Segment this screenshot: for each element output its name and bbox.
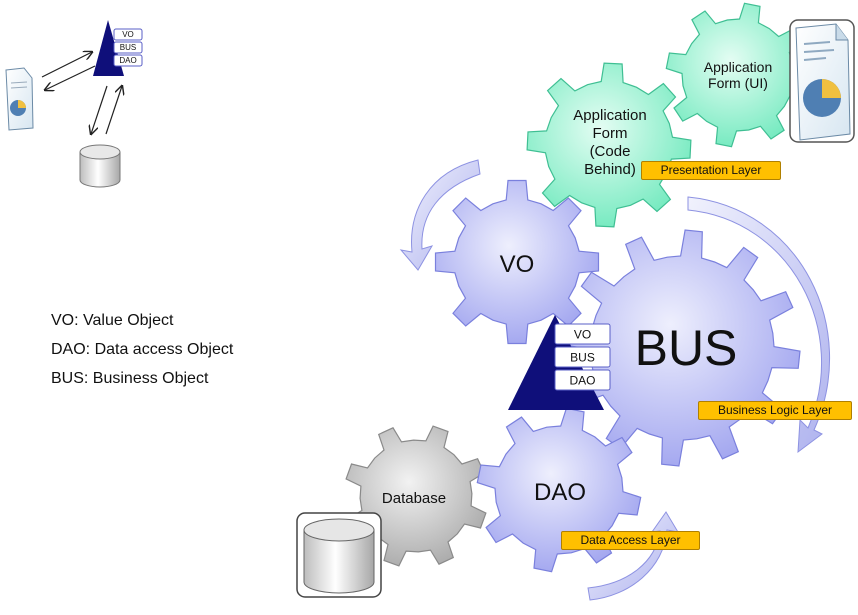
mini-stack-box-vo bbox=[113, 28, 143, 41]
stack-label-vo: VO bbox=[574, 327, 591, 341]
gear-vo-shape bbox=[434, 179, 600, 345]
database-icon bbox=[296, 512, 382, 598]
gear-app-ui-label-line-1: Form (UI) bbox=[708, 75, 768, 91]
legend-vo: VO: Value Object bbox=[51, 312, 174, 329]
gear-app-code-shape bbox=[526, 62, 692, 228]
stack-box-bus bbox=[554, 346, 611, 368]
curved-arrow-dao bbox=[587, 511, 679, 601]
stack-box-dao bbox=[554, 369, 611, 391]
stack-label-dao: DAO bbox=[569, 373, 595, 387]
gear-app-code-label-line-0: Application bbox=[573, 107, 646, 124]
mini-stack-box-dao bbox=[113, 54, 143, 67]
mini-triangle-icon: VO BUS DAO bbox=[93, 20, 143, 76]
gear-dao-label: DAO bbox=[534, 479, 586, 506]
mini-stack-label-vo: VO bbox=[122, 30, 134, 39]
mini-database-icon bbox=[79, 144, 121, 188]
gear-vo: VO bbox=[434, 179, 600, 345]
document-chart-icon bbox=[789, 19, 855, 143]
legend-dao: DAO: Data access Object bbox=[51, 341, 234, 358]
gear-bus-label: BUS bbox=[635, 320, 738, 376]
stack-label-bus: BUS bbox=[570, 350, 595, 364]
gear-app-ui-shape bbox=[665, 2, 811, 148]
stack-box-vo bbox=[554, 323, 611, 345]
legend-bus: BUS: Business Object bbox=[51, 370, 209, 387]
gear-database-label: Database bbox=[382, 490, 446, 507]
gear-dao: DAO bbox=[476, 407, 642, 573]
mini-stack-label-dao: DAO bbox=[119, 56, 136, 65]
gear-app-code-label-line-1: Form bbox=[593, 125, 628, 142]
curved-arrow-vo bbox=[399, 159, 481, 271]
mini-stack-label-bus: BUS bbox=[120, 43, 136, 52]
curved-arrow-bus bbox=[687, 196, 830, 454]
gear-app-code-label-line-2: (Code bbox=[590, 143, 631, 160]
mini-stack-box-bus bbox=[113, 41, 143, 54]
business-logic-layer-label: Business Logic Layer bbox=[698, 401, 852, 420]
gear-vo-label: VO bbox=[500, 251, 535, 278]
data-access-layer-label: Data Access Layer bbox=[561, 531, 700, 550]
layer-triangle: VO BUS DAO bbox=[508, 315, 611, 410]
mini-arrows-triangle-db bbox=[91, 86, 122, 134]
presentation-layer-label: Presentation Layer bbox=[641, 161, 781, 180]
mini-document-icon bbox=[5, 67, 34, 131]
gear-app-code-label-line-3: Behind) bbox=[584, 161, 636, 178]
mini-arrows-doc-triangle bbox=[41, 52, 96, 90]
gear-app-ui-label-line-0: Application bbox=[704, 59, 773, 75]
